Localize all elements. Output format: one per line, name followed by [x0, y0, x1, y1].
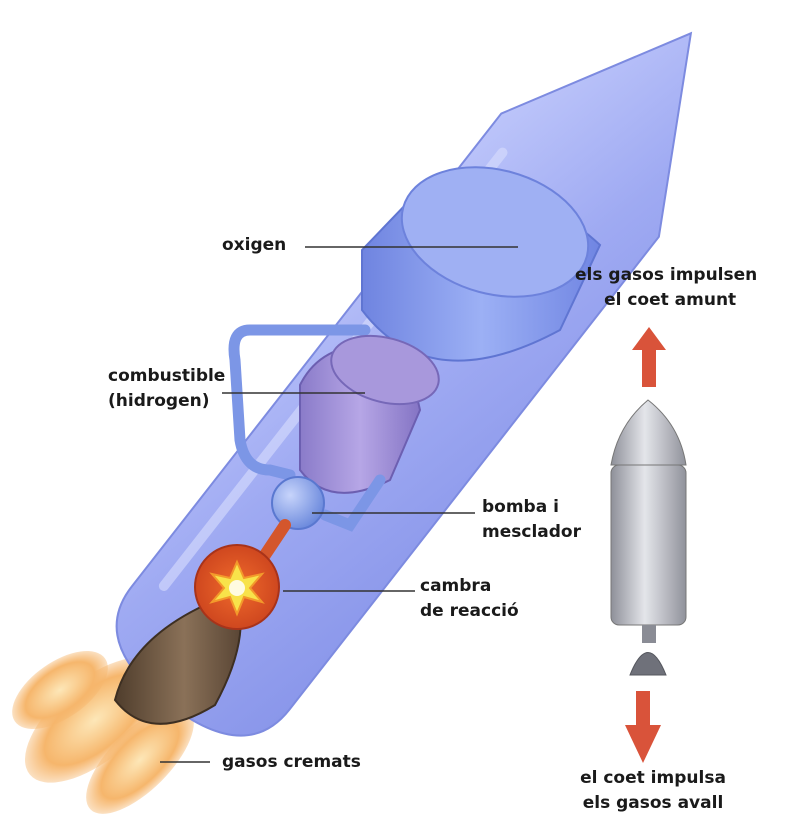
reaction-chamber — [195, 545, 279, 629]
label-exhaust: gasos cremats — [222, 750, 361, 775]
label-pump-mixer: bomba i mesclador — [482, 495, 581, 545]
pump-sphere — [272, 477, 324, 529]
label-reaction-chamber: cambra de reacció — [420, 574, 519, 624]
label-fuel: combustible (hidrogen) — [108, 364, 225, 414]
small-rocket — [611, 400, 686, 675]
label-thrust-down: el coet impulsa els gasos avall — [578, 766, 728, 816]
label-thrust-up: els gasos impulsen el coet amunt — [575, 263, 757, 313]
down-arrow — [625, 691, 661, 763]
up-arrow — [632, 327, 666, 387]
label-oxygen: oxigen — [222, 233, 286, 258]
